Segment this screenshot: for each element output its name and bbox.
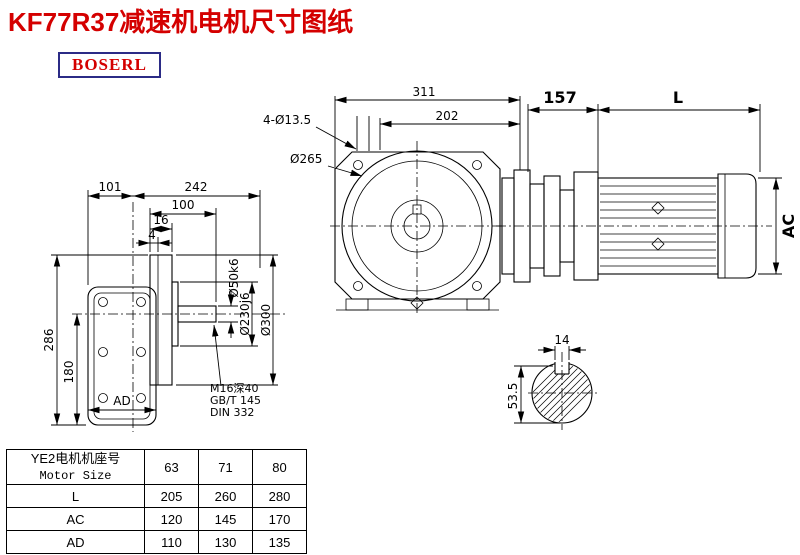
label-flange-diameter: Ø265 [290, 152, 322, 166]
value-AD-71: 130 [198, 530, 253, 554]
dim-motor-height-AC: AC [779, 214, 798, 238]
dim-180: 180 [62, 361, 76, 384]
dim-100: 100 [172, 198, 195, 212]
dim-16: 16 [153, 213, 168, 227]
value-AD-63: 110 [144, 530, 199, 554]
dim-242: 242 [185, 180, 208, 194]
dim-286: 286 [42, 329, 56, 352]
shaft-cross-section: 14 53.5 [506, 333, 598, 430]
table-row-AC: AC 120 145 170 [6, 507, 307, 531]
table-size-71: 71 [198, 449, 253, 485]
table-row-AD: AD 110 130 135 [6, 530, 307, 554]
value-L-71: 260 [198, 484, 253, 508]
table-size-63: 63 [144, 449, 199, 485]
value-AD-80: 135 [252, 530, 307, 554]
page-title: KF77R37减速机电机尺寸图纸 [8, 7, 354, 37]
front-view [330, 141, 504, 316]
dim-311: 311 [413, 85, 436, 99]
value-L-80: 280 [252, 484, 307, 508]
table-row-header: YE2电机机座号 Motor Size 63 71 80 [6, 449, 307, 485]
note-standard-din: DIN 332 [210, 406, 254, 419]
motor-assembly [496, 169, 772, 283]
row-label-L: L [6, 484, 145, 508]
dim-4: 4 [148, 228, 156, 242]
logo-text: BOSERL [72, 55, 147, 74]
side-view-dimensions: 101 242 100 16 4 286 180 AD [42, 180, 278, 426]
dim-key-width-14: 14 [554, 333, 569, 347]
table-size-80: 80 [252, 449, 307, 485]
value-L-63: 205 [144, 484, 199, 508]
motor-dimensions: 157 L AC [527, 88, 798, 275]
note-standard-gbt: GB/T 145 [210, 394, 261, 407]
label-mounting-holes: 4-Ø13.5 [263, 113, 311, 127]
label-spigot-diameter: Ø230j6 [238, 292, 252, 335]
row-label-AC: AC [6, 507, 145, 531]
note-tap-size: M16深40 [210, 382, 259, 395]
motor-size-table: YE2电机机座号 Motor Size 63 71 80 L 205 260 2… [6, 449, 307, 554]
table-header-cn: YE2电机机座号 [30, 450, 121, 466]
value-AC-63: 120 [144, 507, 199, 531]
value-AC-71: 145 [198, 507, 253, 531]
table-header-motor-size: YE2电机机座号 Motor Size [6, 449, 145, 485]
table-row-L: L 205 260 280 [6, 484, 307, 508]
table-header-en: Motor Size [39, 468, 112, 483]
label-shaft-diameter: Ø50k6 [227, 258, 241, 297]
value-AC-80: 170 [252, 507, 307, 531]
dim-202: 202 [436, 109, 459, 123]
dim-key-height-53-5: 53.5 [506, 383, 520, 410]
side-view [72, 202, 288, 432]
boserl-logo: BOSERL [58, 52, 161, 78]
dim-101: 101 [99, 180, 122, 194]
dim-AD: AD [113, 394, 130, 408]
dim-motor-length-L: L [673, 88, 683, 107]
row-label-AD: AD [6, 530, 145, 554]
dim-157: 157 [543, 88, 576, 107]
front-view-dimensions: 311 202 4-Ø13.5 Ø265 [263, 85, 521, 177]
label-flange-outer-diameter: Ø300 [259, 304, 273, 336]
